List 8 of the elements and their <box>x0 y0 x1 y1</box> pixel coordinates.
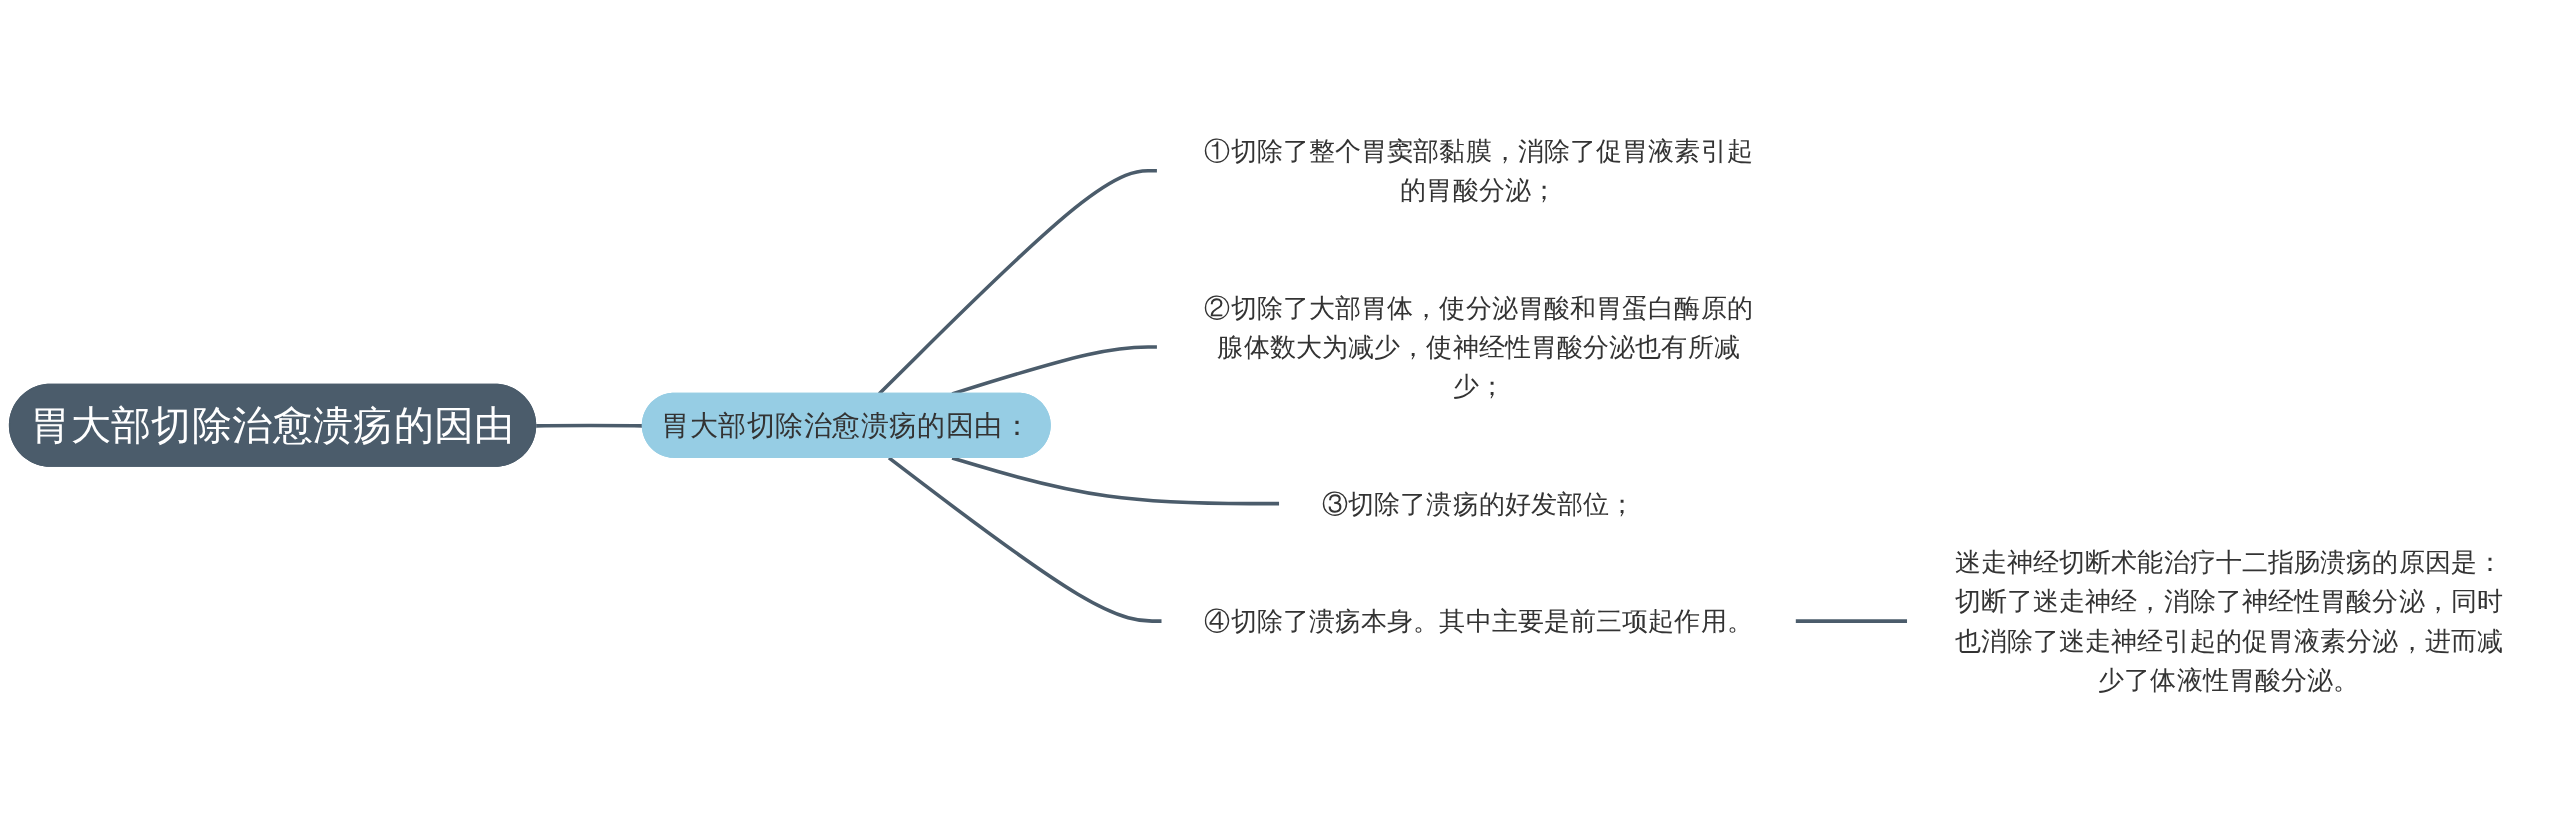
node-text: ②切除了大部胃体，使分泌胃酸和胃蛋白酶原的腺体数大为减少，使神经性胃酸分泌也有所减少； <box>1204 292 1753 401</box>
node-text: 迷走神经切断术能治疗十二指肠溃疡的原因是：切断了迷走神经，消除了神经性胃酸分泌，同时也消除了迷走神经引起的促胃液素分泌，进而减少了体液性胃酸分泌。 <box>1954 547 2504 695</box>
node-text: ③切除了溃疡的好发部位； <box>1321 488 1636 519</box>
connector <box>951 456 1280 506</box>
node-text: ④切除了溃疡本身。其中主要是前三项起作用。 <box>1204 606 1753 636</box>
connector <box>887 456 1162 623</box>
node-text: ①切除了整个胃窦部黏膜，消除了促胃液素引起的胃酸分泌； <box>1204 136 1753 206</box>
connector <box>1795 619 1908 623</box>
